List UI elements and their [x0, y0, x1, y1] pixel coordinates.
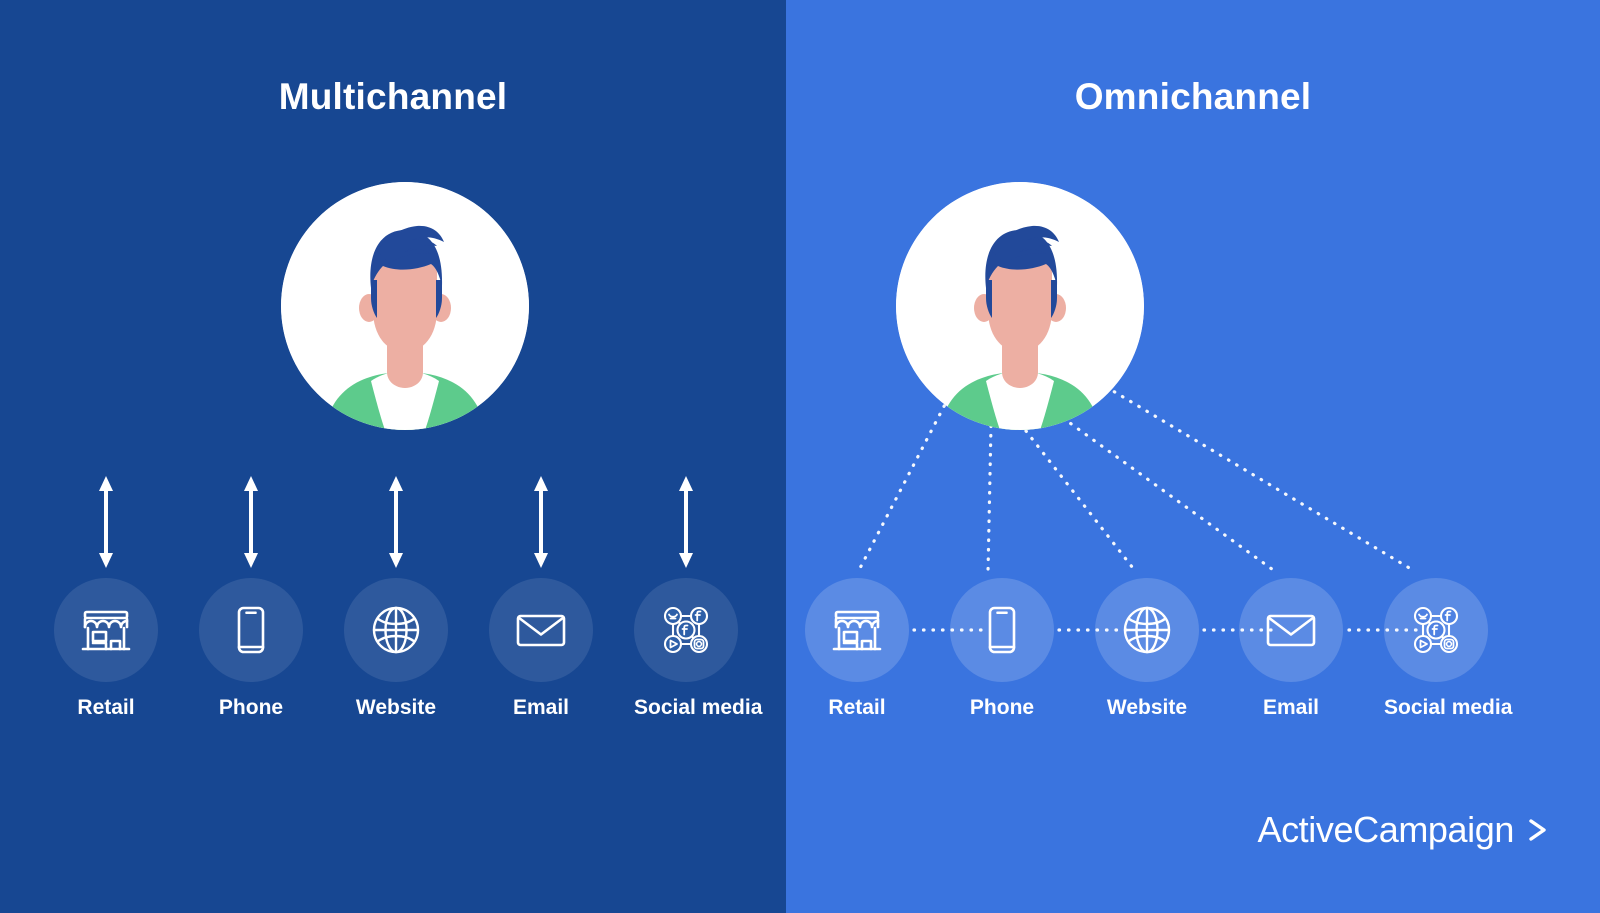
brand-logo[interactable]: ActiveCampaign	[1257, 809, 1554, 851]
customer-avatar-multichannel	[281, 182, 529, 430]
channel-icon-circle[interactable]	[199, 578, 303, 682]
smartphone-icon	[988, 606, 1016, 654]
channel-icon-circle[interactable]	[1384, 578, 1488, 682]
channel-icon-circle[interactable]	[54, 578, 158, 682]
channel-email-multichannel[interactable]: Email	[489, 578, 593, 720]
channel-social-media-multichannel[interactable]: Social media	[634, 578, 763, 720]
social-network-icon	[663, 606, 709, 654]
multichannel-panel: Multichannel	[0, 0, 786, 913]
arrow-phone	[242, 476, 260, 568]
channel-label: Email	[512, 696, 570, 719]
storefront-icon	[81, 610, 131, 651]
channel-email-omnichannel[interactable]: Email	[1239, 578, 1343, 720]
channel-icon-circle[interactable]	[950, 578, 1054, 682]
channel-retail-omnichannel[interactable]: Retail	[805, 578, 909, 720]
customer-avatar-omnichannel	[896, 182, 1144, 430]
arrow-social-media	[677, 476, 695, 568]
channel-phone-multichannel[interactable]: Phone	[199, 578, 303, 720]
arrow-email	[532, 476, 550, 568]
channel-icon-circle[interactable]	[344, 578, 448, 682]
envelope-icon	[1266, 614, 1316, 647]
channel-website-omnichannel[interactable]: Website	[1095, 578, 1199, 720]
envelope-icon	[516, 614, 566, 647]
arrow-retail	[97, 476, 115, 568]
globe-icon	[1123, 606, 1171, 654]
channel-phone-omnichannel[interactable]: Phone	[950, 578, 1054, 720]
channel-label: Retail	[828, 696, 886, 719]
omnichannel-panel: Omnichannel	[786, 0, 1600, 913]
channel-label: Social media	[634, 696, 763, 719]
channel-website-multichannel[interactable]: Website	[344, 578, 448, 720]
channel-label: Retail	[77, 696, 135, 719]
globe-icon	[372, 606, 420, 654]
channel-label: Website	[355, 696, 437, 719]
channel-label: Website	[1106, 696, 1188, 719]
channel-retail-multichannel[interactable]: Retail	[54, 578, 158, 720]
social-network-icon	[1413, 606, 1459, 654]
channel-icon-circle[interactable]	[489, 578, 593, 682]
arrow-website	[387, 476, 405, 568]
omnichannel-title: Omnichannel	[1074, 76, 1312, 117]
channel-icon-circle[interactable]	[1239, 578, 1343, 682]
channel-icon-circle[interactable]	[634, 578, 738, 682]
chevron-right-icon	[1524, 814, 1554, 846]
multichannel-title: Multichannel	[278, 76, 508, 117]
storefront-icon	[832, 610, 882, 651]
channel-label: Social media	[1384, 696, 1513, 719]
channel-label: Email	[1262, 696, 1320, 719]
channel-label: Phone	[969, 696, 1035, 719]
omnichannel-connectors	[856, 380, 1423, 632]
brand-name: ActiveCampaign	[1257, 809, 1514, 850]
channel-label: Phone	[218, 696, 284, 719]
smartphone-icon	[237, 606, 265, 654]
channel-icon-circle[interactable]	[805, 578, 909, 682]
channel-social-media-omnichannel[interactable]: Social media	[1384, 578, 1513, 720]
channel-icon-circle[interactable]	[1095, 578, 1199, 682]
